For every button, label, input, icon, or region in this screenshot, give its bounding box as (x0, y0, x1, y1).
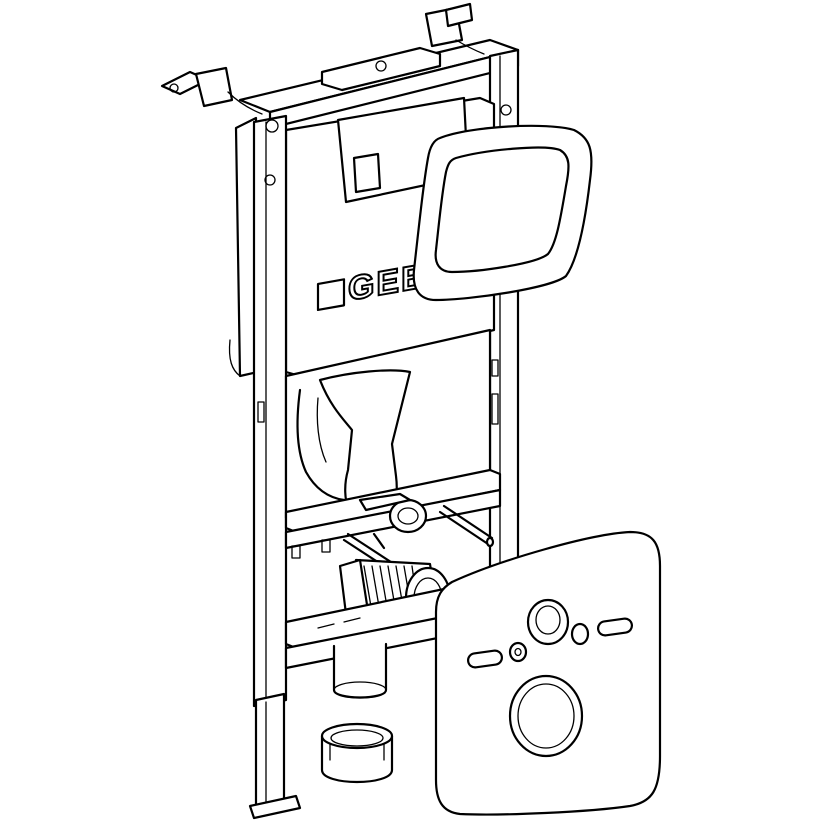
pipe-sleeve (320, 722, 394, 784)
flush-bend (284, 328, 492, 522)
drain-spigot (332, 642, 388, 699)
frame-left-post (248, 114, 302, 820)
wall-bracket-left (160, 66, 263, 115)
plate-hole-top-ring (526, 598, 570, 646)
top-rail (238, 38, 520, 130)
drain-outlet (358, 492, 428, 534)
plate-hole-main (508, 674, 584, 758)
wall-bracket-right (424, 2, 485, 55)
flush-plate (412, 124, 593, 302)
cover-plate (434, 530, 662, 816)
